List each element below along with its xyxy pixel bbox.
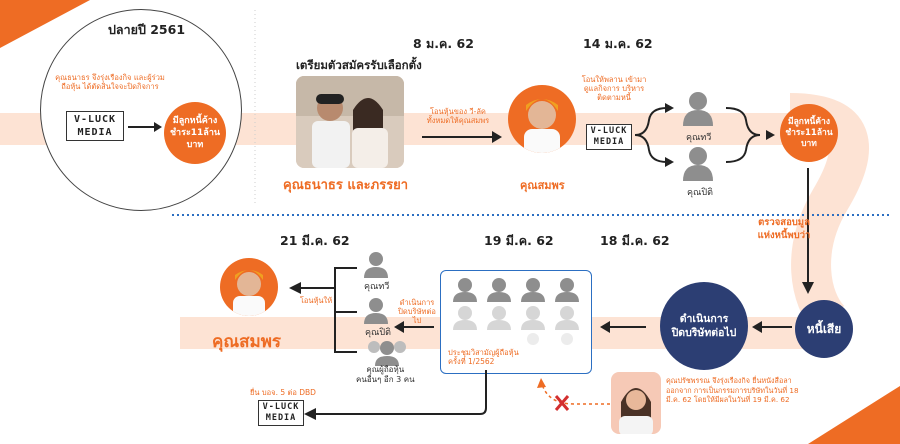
debt-line1: มีลูกหนี้ค้าง [788, 116, 830, 127]
transfer-note: โอนหุ้นของ วี-ลัค ทั้งหมดให้คุณสมพร [426, 107, 490, 125]
person-label-tawee: คุณทวี [686, 133, 712, 143]
person-icon [362, 250, 390, 278]
arrow-icon [128, 122, 162, 132]
check-line1: ตรวจสอบมูล [758, 217, 810, 228]
bracket-left-icon [289, 267, 357, 353]
person-label-piti: คุณปิติ [365, 328, 391, 338]
vluck-logo-line2: MEDIA [593, 137, 625, 147]
other-shareholders-line1: คุณผู้ถือหุ้น [366, 365, 405, 374]
somporn-caption-1: คุณสมพร [520, 179, 565, 192]
person-icon [681, 90, 715, 126]
date-18-mar: 18 มี.ค. 62 [600, 233, 670, 248]
close-company-circle: ดำเนินการปิดบริษัทต่อไป [660, 282, 748, 370]
person-icon [561, 333, 573, 345]
left-arrow-icon [752, 321, 792, 333]
down-arrow-icon [802, 168, 814, 294]
resignation-footnote: คุณปรัชพรรณ จึงรุ่งเรืองกิจ ยื่นหนังสือล… [666, 376, 799, 404]
transfer-shares-note: โอนหุ้นให้ [299, 296, 333, 305]
check-line2: แห่งหนี้พบว่า [757, 230, 811, 241]
return-arrow-icon [304, 370, 487, 420]
person-icon [487, 306, 511, 330]
person-icon [362, 296, 390, 324]
dashed-curve-arrow-icon [537, 378, 610, 411]
couple-photo-illustration [296, 76, 404, 168]
vluck-logo-line2: MEDIA [77, 127, 113, 138]
year-end-label: ปลายปี 2561 [108, 22, 186, 37]
vluck-logo-line2: MEDIA [265, 413, 297, 423]
other-shareholders-line2: คนอื่นๆ อีก 3 คน [356, 375, 415, 384]
shareholders-grid [453, 278, 579, 345]
person-group-icon [362, 338, 412, 366]
somporn-avatar-1 [508, 85, 576, 153]
person-icon [521, 306, 545, 330]
prep-caption: คุณธนาธร และภรรยา [283, 178, 409, 193]
corner-triangle-bottom-right [808, 386, 900, 444]
director-photo [611, 372, 661, 434]
left-arrow-icon [600, 321, 646, 333]
other-shareholders-label: คุณผู้ถือหุ้น คนอื่นๆ อีก 3 คน [356, 365, 415, 385]
prep-title: เตรียมตัวสมัครรับเลือกตั้ง [296, 58, 422, 72]
debt-circle-1: มีลูกหนี้ค้างชำระ11ล้านบาท [164, 102, 226, 164]
person-icon [487, 278, 511, 302]
date-19-mar: 19 มี.ค. 62 [484, 233, 554, 248]
somporn-avatar-illustration [233, 270, 265, 316]
cancel-x-icon [554, 395, 570, 411]
vluck-logo-line1: V-LUCK [590, 126, 628, 136]
arrow-icon [422, 131, 502, 143]
somporn-caption-2: คุณสมพร [212, 332, 282, 352]
meeting-note: ประชุมวิสามัญผู้ถือหุ้น ครั้งที่ 1/2562 [448, 348, 519, 366]
debt-line2: ชำระ11ล้านบาท [785, 127, 833, 149]
person-icon [453, 306, 477, 330]
person-label-tawee: คุณทวี [364, 282, 390, 292]
close-decision-note: คุณธนาธร จึงรุ่งเรืองกิจ และผู้ร่วมถือหุ… [55, 73, 165, 91]
person-icon [453, 278, 477, 302]
person-icon [521, 278, 545, 302]
date-14-jan: 14 ม.ค. 62 [583, 36, 653, 51]
vluck-logo-1: V-LUCK MEDIA [66, 111, 124, 141]
person-icon [555, 278, 579, 302]
continue-closing-note: ดำเนินการ ปิดบริษัทต่อไป [398, 298, 436, 325]
file-dbd-note: ยื่น บอจ. 5 ต่อ DBD [250, 388, 316, 397]
date-8-jan: 8 ม.ค. 62 [413, 36, 474, 51]
vluck-logo-2: V-LUCK MEDIA [586, 124, 632, 150]
somporn-avatar-illustration [524, 99, 560, 153]
bad-debt-label: หนี้เสีย [806, 321, 842, 336]
close-line2: ปิดบริษัทต่อไป [671, 327, 737, 339]
vluck-logo-3: V-LUCK MEDIA [258, 400, 304, 426]
check-debt-text: ตรวจสอบมูล แห่งหนี้พบว่า [745, 216, 823, 242]
debt-line1: มีลูกหนี้ค้าง [172, 116, 218, 126]
close-line1: ดำเนินการ [679, 313, 729, 325]
bad-debt-circle: หนี้เสีย [795, 300, 853, 358]
vluck-logo-line1: V-LUCK [262, 402, 300, 412]
debt-circle-2: มีลูกหนี้ค้างชำระ11ล้านบาท [780, 104, 838, 162]
date-21-mar: 21 มี.ค. 62 [280, 233, 350, 248]
left-arrow-icon [394, 321, 434, 333]
vluck-logo-line1: V-LUCK [73, 114, 117, 125]
somporn-avatar-2 [220, 258, 278, 316]
person-icon [681, 145, 715, 181]
person-label-piti: คุณปิติ [687, 188, 713, 198]
director-photo-illustration [611, 372, 661, 434]
merge-brace-icon [725, 107, 775, 163]
debt-line2: ชำระ11ล้านบาท [169, 128, 221, 150]
person-icon [555, 306, 579, 330]
couple-photo [296, 76, 404, 168]
split-brace-icon [634, 103, 674, 167]
manage-note: โอนให้พลาน เข้ามาดูแลกิจการ บริหารติดตาม… [581, 75, 647, 102]
person-icon [527, 333, 539, 345]
